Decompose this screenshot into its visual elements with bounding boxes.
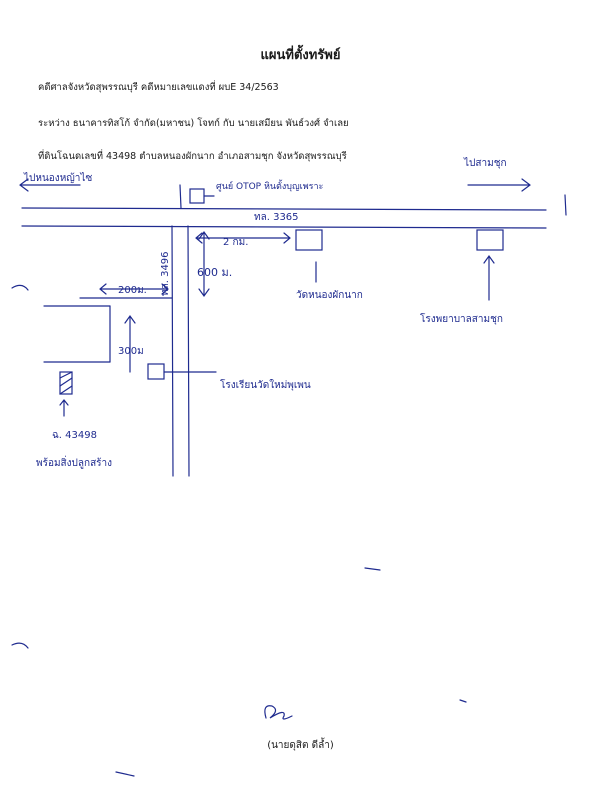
arrow-to-right-icon — [467, 178, 531, 192]
highway-3365-road-bottom — [21, 225, 547, 229]
arrow-hospital-icon — [483, 254, 495, 301]
property-marker — [59, 371, 73, 395]
case-number-line: คดีศาลจังหวัดสุพรรณบุรี คดีหมายเลขแดงที่… — [38, 82, 279, 93]
label-school: โรงเรียนวัดใหม่พุเพน — [220, 378, 311, 391]
label-distance-2km: 2 กม. — [223, 237, 248, 248]
arrow-600m-icon — [198, 230, 210, 298]
label-highway-3365: ทล. 3365 — [254, 212, 299, 223]
signer-name: (นายดุสิต ดีล้ำ) — [267, 740, 334, 751]
label-hospital: โรงพยาบาลสามชุก — [420, 312, 503, 325]
arrow-2km-icon — [195, 232, 291, 244]
label-distance-200m: 200ม. — [118, 285, 147, 296]
label-temple: วัดหนองผักนาก — [296, 290, 363, 301]
label-property-deed: ฉ. 43498 — [52, 430, 97, 441]
signature-scribble — [264, 705, 293, 720]
arrow-to-left-icon — [19, 178, 81, 192]
label-to-right: ไปสามชุก — [463, 157, 507, 169]
label-distance-600m: 600 ม. — [197, 266, 232, 279]
label-distance-300m: 300ม — [118, 346, 144, 357]
otop-center-marker — [189, 188, 205, 204]
highway-3365-road-top — [21, 207, 547, 211]
label-property-note: พร้อมสิ่งปลูกสร้าง — [36, 455, 112, 469]
school-marker — [147, 363, 165, 380]
land-deed-line: ที่ดินโฉนดเลขที่ 43498 ตำบลหนองผักนาก อำ… — [38, 151, 347, 162]
page-title: แผนที่ตั้งทรัพย์ — [260, 48, 341, 63]
label-otop-center: ศูนย์ OTOP หินตั้งบุญเพราะ — [216, 179, 324, 192]
temple-marker — [295, 229, 323, 251]
arrow-200m-icon — [99, 283, 169, 295]
highway-3496-road-right — [187, 225, 190, 477]
label-highway-3496: ทล. 3496 — [160, 251, 171, 296]
label-to-left: ไปหนองหญ้าไซ — [23, 172, 92, 184]
arrow-property-icon — [59, 399, 69, 417]
parties-line: ระหว่าง ธนาคารทิสโก้ จำกัด(มหาชน) โจทก์ … — [38, 118, 349, 129]
hospital-marker — [476, 229, 504, 251]
highway-3496-road-left — [171, 225, 174, 477]
arrow-300m-icon — [124, 314, 136, 373]
